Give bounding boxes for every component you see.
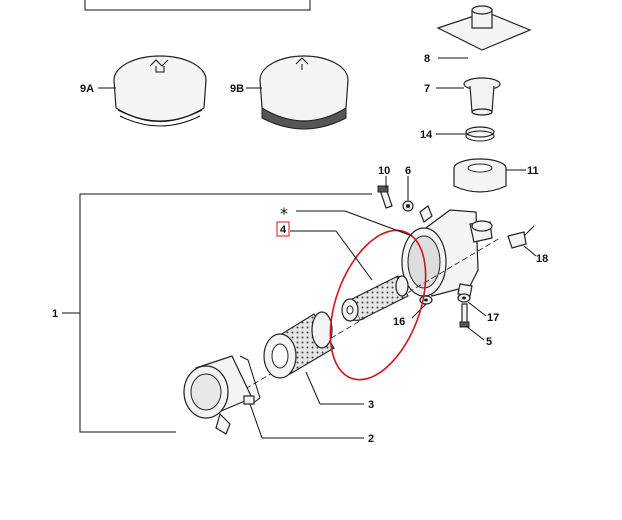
label-6: 6 [405, 165, 411, 177]
leader-16 [411, 303, 427, 319]
leader-18 [523, 245, 537, 257]
label-1: 1 [52, 308, 58, 320]
label-16: 16 [393, 316, 405, 328]
part-4-inner-filter[interactable] [341, 275, 409, 322]
label-9a: 9A [80, 83, 94, 95]
part-18-sensor[interactable] [507, 225, 535, 249]
label-3: 3 [368, 399, 374, 411]
part-5-bolt[interactable] [459, 303, 470, 328]
label-11: 11 [527, 165, 539, 177]
part-9b-cap[interactable] [259, 55, 349, 130]
label-14: 14 [420, 129, 433, 141]
part-10-bolt[interactable] [377, 185, 393, 209]
part-9a-cap[interactable] [113, 55, 207, 127]
part-14-clamp[interactable] [465, 126, 495, 142]
part-6-washer[interactable] [402, 200, 414, 212]
leader-2 [249, 403, 263, 439]
part-11-sleeve[interactable] [453, 158, 507, 193]
label-4-box [276, 221, 290, 237]
label-4: 4 [280, 224, 287, 236]
leader-17 [467, 301, 487, 317]
highlight-ellipse [329, 229, 427, 381]
label-9b: 9B [230, 83, 244, 95]
title-box [84, 0, 311, 11]
leader-5 [465, 325, 485, 341]
label-17: 17 [487, 312, 499, 324]
part-2-dust-cup[interactable] [183, 355, 261, 435]
part-7-valve[interactable] [463, 77, 501, 116]
label-18: 18 [536, 253, 548, 265]
label-5: 5 [486, 336, 492, 348]
leader-3 [305, 371, 321, 405]
part-17-washer[interactable] [457, 293, 471, 303]
label-7: 7 [424, 83, 430, 95]
part-3-main-filter[interactable] [263, 311, 335, 379]
label-10: 10 [378, 165, 390, 177]
label-8: 8 [424, 53, 430, 65]
part-8-gasket[interactable] [436, 5, 532, 51]
label-2: 2 [368, 433, 374, 445]
label-star: * [280, 204, 288, 223]
